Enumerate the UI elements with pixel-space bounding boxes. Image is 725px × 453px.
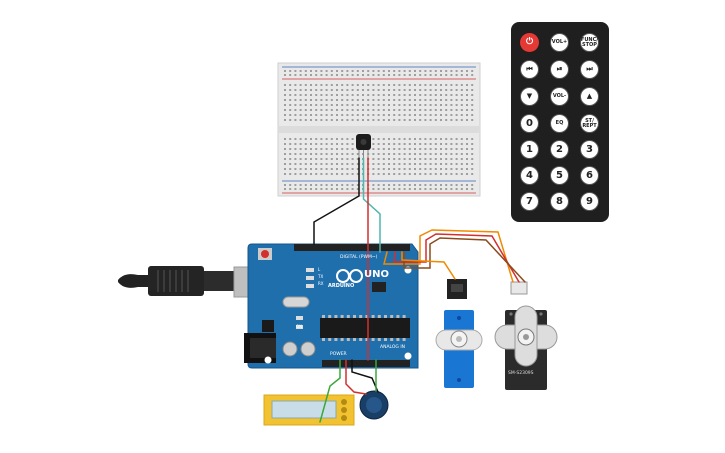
- arduino-model-label: UNO: [364, 269, 389, 280]
- arduino-on-label: ON: [296, 324, 303, 329]
- potentiometer[interactable]: [359, 390, 389, 420]
- remote-button-key-8[interactable]: 8: [550, 192, 569, 211]
- arduino-tx-label: TX: [318, 274, 324, 279]
- remote-button-key-6[interactable]: 6: [580, 166, 599, 185]
- remote-button-key-2[interactable]: 2: [550, 140, 569, 159]
- remote-button-key-1[interactable]: 1: [520, 140, 539, 159]
- remote-button-key-eq[interactable]: EQ: [550, 114, 569, 133]
- arduino-brand-label: ARDUINO: [328, 283, 355, 289]
- remote-button-key-0[interactable]: 0: [520, 114, 539, 133]
- lcd-display[interactable]: [263, 394, 355, 426]
- wire-black-ir-gnd[interactable]: [313, 157, 360, 245]
- arduino-uno-board[interactable]: [244, 243, 419, 369]
- arduino-analog-label: ANALOG IN: [380, 345, 406, 350]
- micro-servo-blue[interactable]: [435, 279, 483, 388]
- remote-button-key-5[interactable]: 5: [550, 166, 569, 185]
- remote-button-key-4[interactable]: 4: [520, 166, 539, 185]
- ir-receiver[interactable]: [356, 134, 371, 158]
- usb-cable[interactable]: [118, 266, 261, 298]
- wire-red-pot[interactable]: [345, 359, 367, 395]
- remote-button-power[interactable]: ⏻: [520, 33, 539, 52]
- remote-button-play-pause[interactable]: ⏯: [550, 60, 569, 79]
- breadboard[interactable]: [277, 62, 481, 197]
- servo-large-label: SM-S2309S: [508, 371, 534, 376]
- remote-button-up-arrow[interactable]: ▲: [580, 87, 599, 106]
- servo-large-black[interactable]: [494, 281, 558, 390]
- wire-black-pot[interactable]: [351, 359, 379, 393]
- remote-button-key-vol[interactable]: VOL-: [550, 87, 569, 106]
- wire-brown-servo[interactable]: [403, 237, 526, 283]
- remote-button-key-vol[interactable]: VOL+: [550, 33, 569, 52]
- wire-red-servo[interactable]: [393, 233, 520, 283]
- remote-button-key-3[interactable]: 3: [580, 140, 599, 159]
- remote-button-skip-back[interactable]: ⏮: [520, 60, 539, 79]
- arduino-logo: [336, 269, 363, 283]
- remote-button-key-func-stop[interactable]: FUNC/ STOP: [580, 33, 599, 52]
- remote-button-key-9[interactable]: 9: [580, 192, 599, 211]
- wire-orange-servo[interactable]: [383, 229, 514, 283]
- remote-button-key-st-rept[interactable]: ST/ REPT: [580, 114, 599, 133]
- arduino-digital-label: DIGITAL (PWM~): [340, 255, 378, 260]
- wire-teal-ir-signal[interactable]: [362, 157, 381, 253]
- arduino-rx-label: RX: [318, 281, 324, 286]
- arduino-power-label: POWER: [330, 352, 347, 357]
- remote-button-skip-forward[interactable]: ⏭: [580, 60, 599, 79]
- arduino-l-label: L: [318, 267, 321, 272]
- remote-button-key-7[interactable]: 7: [520, 192, 539, 211]
- remote-button-down-arrow[interactable]: ▼: [520, 87, 539, 106]
- wire-green-lcd[interactable]: [319, 359, 341, 423]
- wires: [313, 157, 526, 423]
- wire-orange-micro-servo[interactable]: [401, 251, 456, 280]
